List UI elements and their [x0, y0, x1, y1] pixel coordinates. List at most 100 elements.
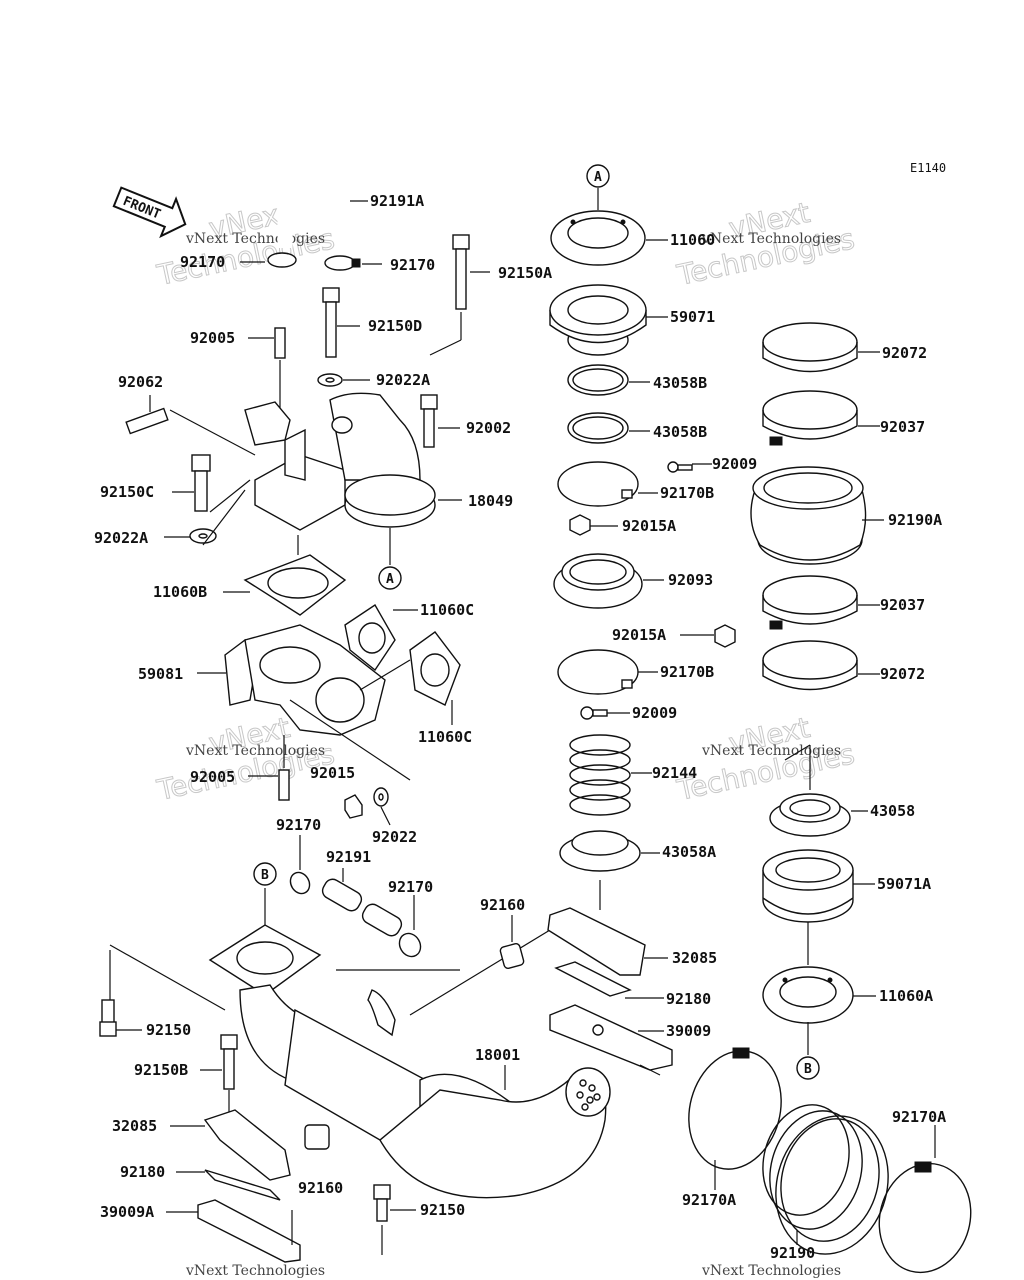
- part-clamp-92170-mid: [289, 835, 311, 895]
- label-11060C-bottom: 11060C: [418, 728, 472, 746]
- part-screw-92009-top: [667, 461, 712, 473]
- label-32085-right: 32085: [672, 949, 717, 967]
- part-fitting-92005-bottom: [248, 735, 290, 801]
- part-hose-92191: [321, 868, 403, 937]
- part-bolt-92150-bottom: [373, 1184, 416, 1255]
- part-gasket-11060B: [223, 535, 347, 616]
- part-ring-43058B-1: [567, 364, 650, 396]
- label-92170A-right: 92170A: [892, 1108, 946, 1126]
- label-39009: 39009: [666, 1022, 711, 1040]
- label-92144: 92144: [652, 764, 697, 782]
- part-bolt-92150A: [429, 234, 490, 356]
- part-ring-43058B-2: [567, 412, 650, 444]
- label-59071: 59071: [670, 308, 715, 326]
- part-bolt-92150D: [322, 287, 360, 358]
- label-92002: 92002: [466, 419, 511, 437]
- label-11060: 11060: [670, 231, 715, 249]
- label-92150C: 92150C: [100, 483, 154, 501]
- part-seat-92093: [553, 553, 664, 609]
- label-92170-mid2: 92170: [388, 878, 433, 896]
- watermark-text-mr: vNext Technologies: [701, 743, 841, 759]
- label-92093: 92093: [668, 571, 713, 589]
- label-43058B-2: 43058B: [653, 423, 707, 441]
- part-band-92072-top: [762, 322, 880, 373]
- part-nut-92015A-top: [569, 514, 618, 536]
- label-92005-top: 92005: [190, 329, 235, 347]
- part-plate-92180-left: [176, 1169, 281, 1201]
- label-92037-bottom: 92037: [880, 596, 925, 614]
- part-clamp-92170-right: [324, 255, 382, 271]
- label-43058: 43058: [870, 802, 915, 820]
- label-92009-bottom: 92009: [632, 704, 677, 722]
- label-92062: 92062: [118, 373, 163, 391]
- label-92191A: 92191A: [370, 192, 424, 210]
- part-clamp-92037-top: [762, 390, 880, 446]
- label-11060C-top: 11060C: [420, 601, 474, 619]
- svg-text:A: A: [594, 170, 602, 185]
- label-92150-left: 92150: [146, 1021, 191, 1039]
- part-muffler-18001: [239, 929, 611, 1199]
- label-11060B: 11060B: [153, 583, 207, 601]
- label-92190: 92190: [770, 1244, 815, 1262]
- part-clamp-92170A-right: [878, 1125, 972, 1274]
- label-92191: 92191: [326, 848, 371, 866]
- part-bolt-92002: [420, 394, 460, 448]
- circle-marker-b-right: B: [796, 1056, 820, 1080]
- part-nut-92015A-bottom: [680, 624, 736, 648]
- svg-text:B: B: [261, 868, 269, 883]
- part-bolt-92150-left: [99, 950, 142, 1037]
- circle-marker-b-left: B: [253, 862, 277, 886]
- part-gasket-11060C-top: [344, 604, 418, 672]
- part-bushing-92160-top: [499, 915, 525, 970]
- part-gasket-11060C-bottom: [409, 631, 461, 725]
- part-screw-92009-bottom: [580, 706, 630, 720]
- label-92150B: 92150B: [134, 1061, 188, 1079]
- part-band-92072-bottom: [762, 640, 880, 691]
- label-92170-mid: 92170: [276, 816, 321, 834]
- label-43058B-1: 43058B: [653, 374, 707, 392]
- part-bushing-92160-bottom: [304, 1124, 330, 1150]
- label-18001: 18001: [475, 1046, 520, 1064]
- watermark-text-br: vNext Technologies: [701, 1263, 841, 1279]
- watermark-text-ml: vNext Technologies: [185, 743, 325, 759]
- part-boot-92190A: [750, 466, 884, 565]
- label-59071A: 59071A: [877, 875, 931, 893]
- label-92160-bottom: 92160: [298, 1179, 343, 1197]
- label-32085-left: 32085: [112, 1117, 157, 1135]
- label-11060A: 11060A: [879, 987, 933, 1005]
- label-92150-bottom: 92150: [420, 1201, 465, 1219]
- part-seat-43058A: [559, 830, 660, 910]
- label-92170-left: 92170: [180, 253, 225, 271]
- label-92009-top: 92009: [712, 455, 757, 473]
- part-washer-92022A-left: [164, 489, 246, 546]
- label-92022A-top: 92022A: [376, 371, 430, 389]
- circle-marker-a-top: A: [586, 164, 610, 188]
- part-bolt-92150C: [172, 454, 251, 513]
- label-92150A: 92150A: [498, 264, 552, 282]
- part-washer-92022: [373, 787, 391, 826]
- label-92160-top: 92160: [480, 896, 525, 914]
- part-flange-b: [109, 888, 322, 1011]
- front-arrow-icon: FRONT: [112, 186, 187, 239]
- part-boot-92190: [762, 1104, 889, 1255]
- label-59081: 59081: [138, 665, 183, 683]
- part-gasket-11060A: [762, 966, 876, 1055]
- svg-text:B: B: [804, 1062, 812, 1077]
- label-92005-bottom: 92005: [190, 768, 235, 786]
- label-92022: 92022: [372, 828, 417, 846]
- part-plate-39009: [549, 1004, 673, 1076]
- circle-marker-a-mid: A: [378, 566, 402, 590]
- part-clamp-92170-left: [240, 252, 297, 268]
- label-92015A-bottom: 92015A: [612, 626, 666, 644]
- svg-text:A: A: [386, 572, 394, 587]
- watermark-text-tl: vNext Technologies: [185, 231, 325, 247]
- part-seat-43058: [769, 744, 868, 837]
- label-92015A-top: 92015A: [622, 517, 676, 535]
- label-39009A: 39009A: [100, 1203, 154, 1221]
- diagram-ref-code: E1140: [910, 161, 946, 175]
- label-92150D: 92150D: [368, 317, 422, 335]
- watermark-text-tr: vNext Technologies: [701, 231, 841, 247]
- part-seal-59071: [549, 284, 668, 356]
- label-92022A-left: 92022A: [94, 529, 148, 547]
